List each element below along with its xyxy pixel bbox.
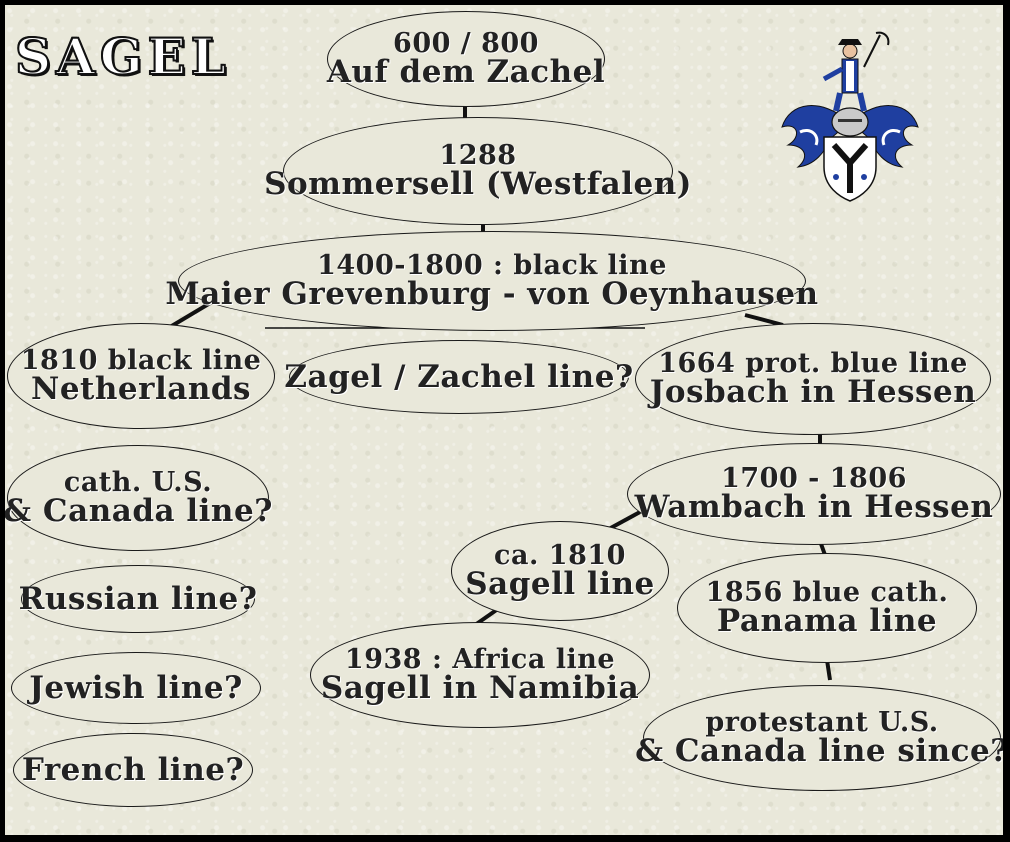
node-wambach: 1700 - 1806 Wambach in Hessen [627,443,1001,545]
node-wambach-line1: 1700 - 1806 [721,463,907,494]
node-jewish: Jewish line? [11,652,261,724]
node-namibia: 1938 : Africa line Sagell in Namibia [310,622,650,728]
node-josbach-line2: Josbach in Hessen [649,374,977,410]
node-black-line: 1400-1800 : black line Maier Grevenburg … [165,231,818,331]
node-origin-line2: Auf dem Zachel [326,54,606,90]
node-protestant-us-line1: protestant U.S. [705,707,939,738]
node-sommersell-line2: Sommersell (Westfalen) [264,166,692,202]
node-protestant-us: protestant U.S. & Canada line since? [635,685,1003,791]
page-title: SAGEL [14,26,231,87]
node-french: French line? [13,733,253,807]
node-netherlands: 1810 black line Netherlands [7,323,275,429]
coat-of-arms-icon [781,31,919,202]
node-french-line1: French line? [21,751,245,788]
node-sommersell: 1288 Sommersell (Westfalen) [264,117,691,225]
node-cath-us-line1: cath. U.S. [63,467,213,498]
node-wambach-line2: Wambach in Hessen [634,489,994,525]
node-sagell-line1: ca. 1810 [494,540,626,571]
node-sagell-line2: Sagell line [465,566,655,602]
node-josbach-line1: 1664 prot. blue line [658,348,968,379]
node-panama-line1: 1856 blue cath. [705,577,949,608]
node-cath-us: cath. U.S. & Canada line? [5,445,272,551]
node-black-line-line2: Maier Grevenburg - von Oeynhausen [165,276,819,312]
node-panama: 1856 blue cath. Panama line [677,553,977,663]
node-netherlands-line1: 1810 black line [20,345,262,376]
node-cath-us-line2: & Canada line? [5,493,273,529]
node-zagel-line1: Zagel / Zachel line? [284,358,634,395]
node-black-line-line1: 1400-1800 : black line [317,250,667,281]
diagram-canvas: SAGEL 600 / 800 Auf dem Zachel 1288 Somm… [5,5,1003,835]
node-josbach: 1664 prot. blue line Josbach in Hessen [635,323,991,435]
node-netherlands-line2: Netherlands [30,371,251,407]
node-namibia-line1: 1938 : Africa line [344,644,616,675]
node-sommersell-line1: 1288 [439,140,517,171]
node-russian-line1: Russian line? [18,580,258,617]
node-zagel: Zagel / Zachel line? [284,340,633,414]
node-namibia-line2: Sagell in Namibia [320,670,640,706]
node-protestant-us-line2: & Canada line since? [635,733,1003,769]
edge-panama-protestant [825,659,832,681]
node-origin-line1: 600 / 800 [393,28,539,59]
node-jewish-line1: Jewish line? [29,669,243,706]
node-sagell: ca. 1810 Sagell line [451,521,669,621]
node-panama-line2: Panama line [716,603,938,639]
node-origin: 600 / 800 Auf dem Zachel [327,11,605,107]
node-russian: Russian line? [18,565,258,633]
